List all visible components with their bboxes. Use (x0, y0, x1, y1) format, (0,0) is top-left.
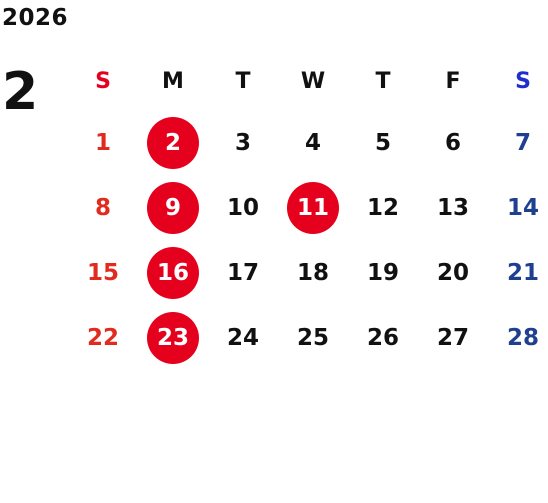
day-number: 5 (374, 129, 391, 156)
weekday-header-thursday: T (375, 68, 391, 94)
day-cell-highlighted: 11 (278, 175, 348, 240)
day-cell: 7 (488, 110, 548, 175)
day-number: 28 (506, 324, 539, 351)
day-cell: 25 (278, 305, 348, 370)
calendar-grid: S M T W T F S 1 2 3 4 5 6 7 8 9 10 11 12… (68, 52, 548, 370)
day-number: 19 (366, 259, 399, 286)
day-cell: 5 (348, 110, 418, 175)
day-cell: 17 (208, 240, 278, 305)
day-number: 20 (436, 259, 469, 286)
day-cell: 19 (348, 240, 418, 305)
day-cell: 13 (418, 175, 488, 240)
day-number: 14 (506, 194, 539, 221)
day-number: 17 (226, 259, 259, 286)
day-cell: 10 (208, 175, 278, 240)
year-label: 2026 (2, 5, 69, 31)
day-number: 12 (366, 194, 399, 221)
day-cell: 3 (208, 110, 278, 175)
day-number: 23 (156, 324, 189, 351)
day-cell-highlighted: 9 (138, 175, 208, 240)
day-number: 25 (296, 324, 329, 351)
day-number: 6 (444, 129, 461, 156)
day-cell: 6 (418, 110, 488, 175)
weekday-header-friday: F (445, 68, 461, 94)
day-cell: 4 (278, 110, 348, 175)
day-cell: 21 (488, 240, 548, 305)
day-cell: 1 (68, 110, 138, 175)
day-number: 24 (226, 324, 259, 351)
day-cell: 27 (418, 305, 488, 370)
day-cell-highlighted: 16 (138, 240, 208, 305)
month-label: 2 (2, 62, 39, 122)
day-number: 2 (164, 129, 181, 156)
day-number: 15 (86, 259, 119, 286)
day-number: 11 (296, 194, 329, 221)
day-number: 16 (156, 259, 189, 286)
day-number: 21 (506, 259, 539, 286)
day-number: 18 (296, 259, 329, 286)
day-number: 27 (436, 324, 469, 351)
day-cell-highlighted: 2 (138, 110, 208, 175)
day-number: 4 (304, 129, 321, 156)
weekday-header-saturday: S (515, 68, 531, 94)
day-cell: 18 (278, 240, 348, 305)
day-cell: 22 (68, 305, 138, 370)
day-cell: 28 (488, 305, 548, 370)
day-number: 7 (514, 129, 531, 156)
day-number: 3 (234, 129, 251, 156)
day-number: 22 (86, 324, 119, 351)
day-cell: 20 (418, 240, 488, 305)
weekday-header-wednesday: W (300, 68, 326, 94)
day-number: 26 (366, 324, 399, 351)
day-cell: 14 (488, 175, 548, 240)
day-cell: 15 (68, 240, 138, 305)
weekday-header-sunday: S (95, 68, 111, 94)
day-number: 8 (94, 194, 111, 221)
day-cell: 24 (208, 305, 278, 370)
weekday-header-tuesday: T (235, 68, 251, 94)
day-cell: 26 (348, 305, 418, 370)
weekday-header-monday: M (162, 68, 184, 94)
day-cell: 8 (68, 175, 138, 240)
day-cell-highlighted: 23 (138, 305, 208, 370)
day-number: 10 (226, 194, 259, 221)
day-number: 13 (436, 194, 469, 221)
day-cell: 12 (348, 175, 418, 240)
day-number: 1 (94, 129, 111, 156)
day-number: 9 (164, 194, 181, 221)
